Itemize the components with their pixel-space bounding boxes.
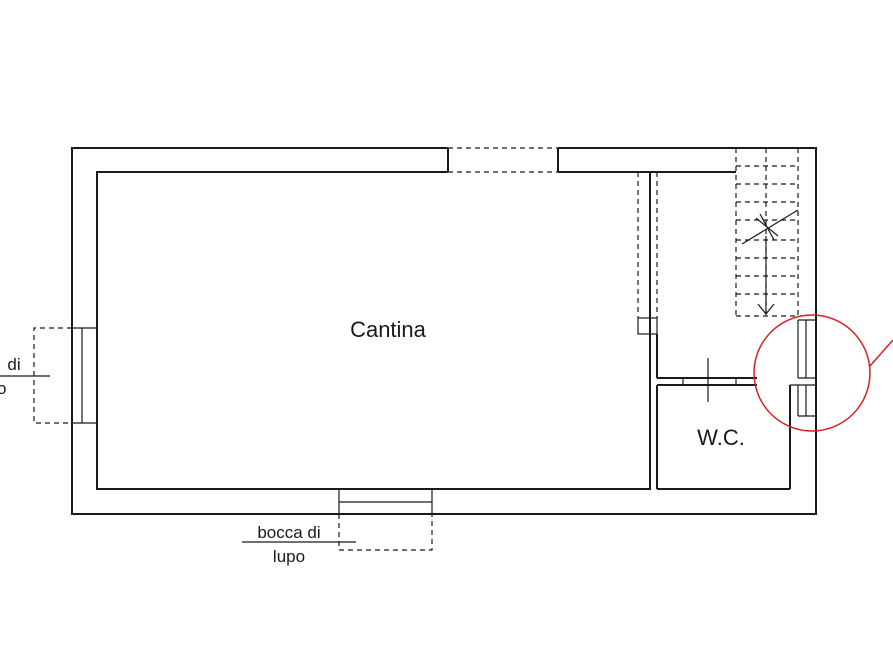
interior-partition [637,171,736,489]
left-window-note-line2: o [0,379,6,398]
left-window-light-well [0,327,97,424]
left-window-note-line1: di [7,355,20,374]
outer-walls [71,147,817,515]
wc-room [656,358,816,490]
staircase [735,148,799,318]
bottom-window-light-well [242,489,433,551]
bottom-window-note-line1: bocca di [257,523,320,542]
right-windows [797,319,816,417]
highlight-circle-marker [753,314,893,432]
room-label-wc: W.C. [697,425,745,450]
room-label-cantina: Cantina [350,317,427,342]
bottom-window-note-line2: lupo [273,547,305,566]
top-window-opening [448,147,558,173]
